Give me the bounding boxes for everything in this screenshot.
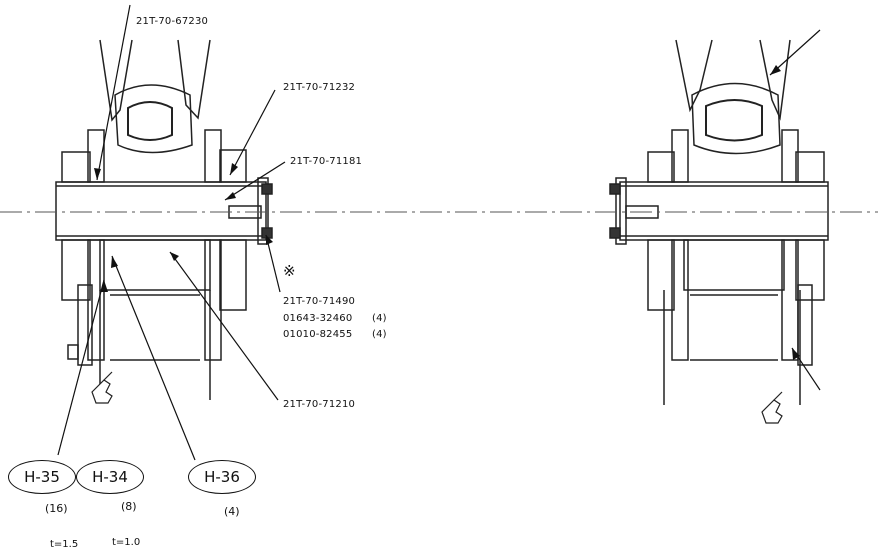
part-label-71232: 21T-70-71232 [283,82,356,93]
part-label-71210: 21T-70-71210 [283,399,356,410]
shim-qty-h36: (4) [224,505,240,518]
shim-callout-h35: H-35 [8,460,76,494]
part-label-32460: 01643-32460 [283,313,353,324]
shim-qty-h34: (8) [121,500,137,513]
shim-callout-h34: H-34 [76,460,144,494]
part-label-71181: 21T-70-71181 [290,156,363,167]
part-label-67230: 21T-70-67230 [136,16,209,27]
pointing-hand-icon [91,371,113,404]
leader-lines [57,4,821,461]
left-assembly [55,39,273,400]
thickness-label-a: t=1.5 [50,539,79,550]
pointing-hand-icon [761,391,783,424]
thickness-label-b: t=1.0 [112,537,141,548]
shim-qty-h35: (16) [45,502,68,515]
arrowheads [94,65,800,360]
part-label-82455: 01010-82455 [283,329,353,340]
part-qty-32460: (4) [372,313,387,324]
part-qty-82455: (4) [372,329,387,340]
asterisk-mark: ※ [283,262,296,280]
part-label-71490: 21T-70-71490 [283,296,356,307]
right-assembly [609,39,829,405]
shim-callout-h36: H-36 [188,460,256,494]
